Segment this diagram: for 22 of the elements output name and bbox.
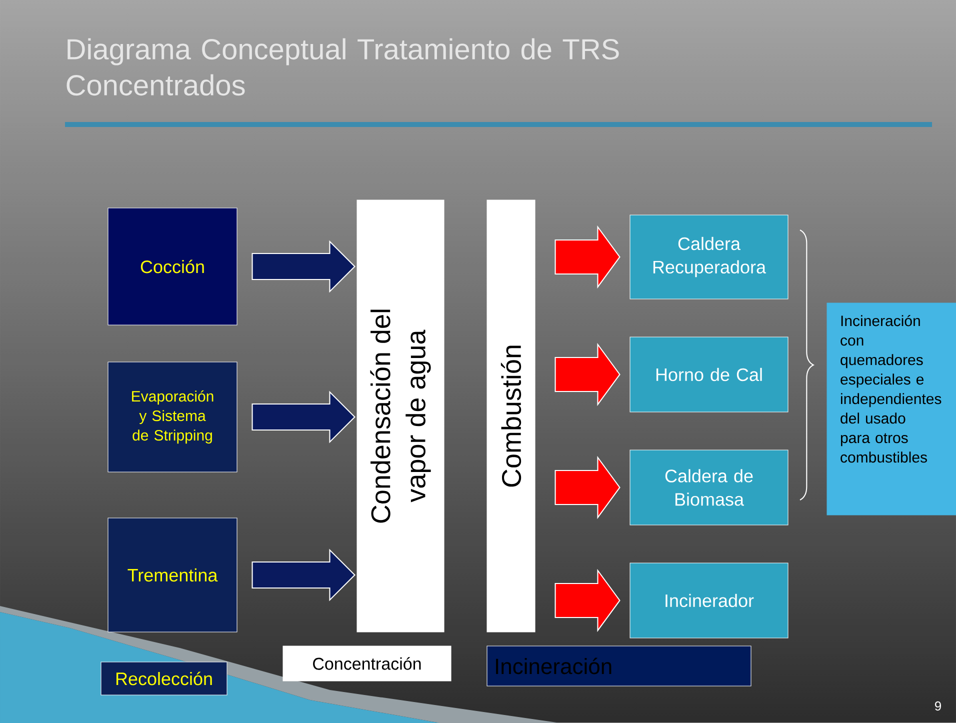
process-box: Caldera Recuperadora bbox=[630, 214, 788, 300]
page-number: 9 bbox=[935, 701, 941, 711]
note-box: Incineración con quemadores especiales e independientes del usado para otros combustibles bbox=[826, 302, 956, 516]
block-arrow bbox=[252, 240, 356, 293]
process-box: Incinerador bbox=[630, 562, 788, 638]
process-box: Trementina bbox=[108, 518, 238, 632]
block-arrow bbox=[252, 548, 356, 602]
block-arrow bbox=[554, 568, 620, 632]
process-box: Horno de Cal bbox=[630, 336, 788, 412]
stage-bar: Condensación del vapor de agua bbox=[356, 200, 444, 632]
block-arrow bbox=[554, 456, 620, 520]
process-box: Concentración bbox=[282, 646, 452, 682]
title: Diagrama Conceptual Tratamiento de TRS Concentrados bbox=[66, 38, 619, 96]
process-box: Caldera de Biomasa bbox=[630, 450, 788, 526]
block-arrow bbox=[554, 225, 620, 289]
process-box: Cocción bbox=[108, 208, 238, 326]
block-arrow bbox=[554, 342, 620, 406]
block-arrow bbox=[252, 390, 356, 444]
process-box: Evaporación y Sistema de Stripping bbox=[108, 362, 238, 472]
stage-bar: Combustión bbox=[486, 200, 536, 632]
process-box: Recolección bbox=[100, 662, 228, 696]
stage-label-box: Incineración bbox=[486, 646, 752, 686]
